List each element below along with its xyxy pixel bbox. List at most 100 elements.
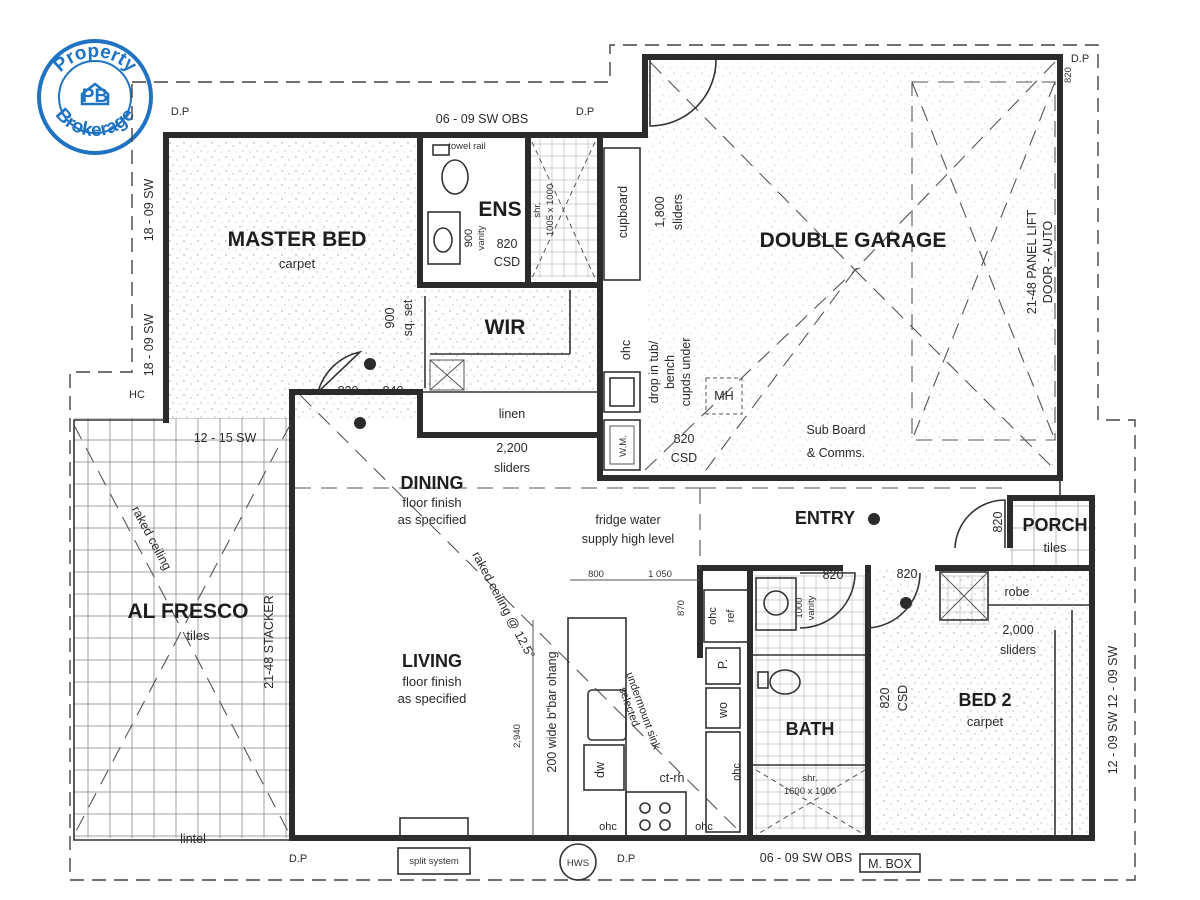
ceiling-lines	[73, 61, 1056, 836]
room-living-finish-1: floor finish	[402, 674, 461, 689]
ens-door-size: 820	[497, 237, 518, 251]
fridge-ohc-label: ohc	[707, 607, 719, 625]
kitchen-bench	[567, 589, 751, 837]
room-bed-2: BED 2	[958, 690, 1011, 710]
dishwasher-label: dw	[593, 761, 607, 778]
cupboard-label: cupboard	[616, 186, 630, 238]
wir-set-size: 900	[383, 308, 397, 329]
raked-ceiling-label: raked ceiling @ 12.5°	[469, 549, 537, 661]
meter-box-label: M. BOX	[868, 857, 912, 871]
laundry-door-size: 820	[674, 432, 695, 446]
room-master-bed: MASTER BED	[228, 228, 367, 251]
bath-vanity-label: vanity	[806, 595, 817, 620]
laundry-tub-label-2: bench	[663, 355, 677, 389]
site-boundary	[69, 44, 1136, 881]
washing-machine-outline	[603, 419, 641, 471]
smoke-detector-icon	[900, 597, 912, 609]
window-label: 06 - 09 SW OBS	[760, 851, 852, 865]
smoke-detector-icon	[354, 417, 366, 429]
porch-door-size: 820	[991, 512, 1005, 533]
linen-sliders-label: sliders	[494, 461, 530, 475]
linen-label: linen	[499, 407, 525, 421]
doors	[317, 59, 1006, 629]
bed2-csd-size: 820	[878, 688, 892, 709]
split-system-label: split system	[409, 856, 459, 867]
dimension-label: 2,940	[512, 724, 523, 748]
laundry-tub-label-3: cupds under	[679, 338, 693, 407]
bar-overhang-label: 200 wide b"bar ohang	[545, 651, 559, 772]
window-label: 12 - 15 SW	[194, 431, 257, 445]
dp-label: D.P	[576, 106, 594, 118]
window-label: 12 - 09 SW 12 - 09 SW	[1106, 646, 1120, 775]
dp-label: D.P	[289, 853, 307, 865]
window-label: 18 - 09 SW	[142, 314, 156, 377]
garage-sliders-label: sliders	[671, 194, 685, 230]
room-living-finish-2: as specified	[398, 691, 467, 706]
bath-shower-size: 1600 x 1000	[784, 786, 836, 797]
hws-label: HWS	[567, 858, 589, 869]
ens-toilet-icon	[432, 144, 469, 195]
fridge-label-2: supply high level	[582, 532, 674, 546]
bath-shower-label: shr.	[802, 773, 817, 784]
ens-vanity-label: vanity	[476, 225, 487, 250]
room-dining: DINING	[401, 473, 464, 493]
window-label: 06 - 09 SW OBS	[436, 112, 528, 126]
wall-oven-label: wo	[716, 702, 730, 719]
garage-sliders-size: 1,800	[653, 196, 667, 227]
towel-rail-label: towel rail	[448, 141, 486, 152]
bed2-door-size: 820	[897, 567, 918, 581]
room-ens: ENS	[478, 198, 521, 221]
wir-door-size: 840	[383, 384, 404, 398]
kitchen-ohc-label: ohc	[599, 821, 617, 833]
fridge-label-1: fridge water	[595, 513, 660, 527]
cooktop-label: ct-rh	[660, 771, 685, 785]
room-master-bed-finish: carpet	[279, 256, 316, 271]
dp-label: D.P	[171, 106, 189, 118]
dimension-label: 870	[676, 600, 687, 616]
room-dining-finish-1: floor finish	[402, 495, 461, 510]
manhole-label: MH	[714, 389, 733, 403]
room-entry: ENTRY	[795, 508, 855, 528]
annotations: D.P D.P D.P D.P D.P HC 06 - 09 SW OBS 18…	[129, 53, 1120, 873]
manhole-outline	[705, 377, 743, 415]
robe-sliders-label: sliders	[1000, 643, 1036, 657]
sub-board-label-2: & Comms.	[807, 446, 865, 460]
lintel-label: lintel	[180, 832, 206, 846]
room-al-fresco-finish: tiles	[186, 628, 210, 643]
ens-basin-icon	[427, 211, 461, 265]
bath-basin-icon	[755, 577, 797, 631]
linen-sliders-size: 2,200	[496, 441, 527, 455]
room-al-fresco: AL FRESCO	[128, 600, 249, 623]
room-labels: MASTER BED carpet ENS WIR DOUBLE GARAGE …	[128, 198, 1088, 739]
dp-label: D.P	[1071, 53, 1089, 65]
garage-door-size: 820	[1063, 67, 1074, 83]
split-system-unit	[399, 817, 469, 839]
room-bed-2-finish: carpet	[967, 714, 1004, 729]
hc-label: HC	[129, 389, 145, 401]
sub-board-label-1: Sub Board	[806, 423, 865, 437]
pantry-label: P.	[716, 659, 730, 669]
dimension-label: 800	[588, 569, 604, 580]
smoke-detector-icon	[364, 358, 376, 370]
bath-door-size: 820	[823, 568, 844, 582]
dimension-label: 1 050	[648, 569, 672, 580]
room-wir: WIR	[485, 316, 526, 339]
laundry-tub-icon	[603, 371, 641, 413]
room-porch: PORCH	[1022, 515, 1087, 535]
room-living: LIVING	[402, 651, 462, 671]
laundry-tub-label-1: drop in tub/	[647, 340, 661, 403]
window-label: 18 - 09 SW	[142, 179, 156, 242]
robe-label: robe	[1004, 585, 1029, 599]
washing-machine-label: W.M.	[618, 435, 629, 457]
garage-door-label-1: 21-48 PANEL LIFT	[1025, 210, 1039, 315]
kitchen-ohc-label: ohc	[695, 821, 713, 833]
garage-door-label-2: DOOR - AUTO	[1041, 221, 1055, 304]
logo-initials: PB	[82, 86, 108, 107]
room-porch-finish: tiles	[1043, 540, 1067, 555]
room-bath: BATH	[786, 719, 835, 739]
walls	[73, 54, 1095, 841]
fridge-label: ref	[725, 609, 737, 623]
cupboard-outline	[603, 147, 641, 281]
room-double-garage: DOUBLE GARAGE	[760, 229, 947, 252]
